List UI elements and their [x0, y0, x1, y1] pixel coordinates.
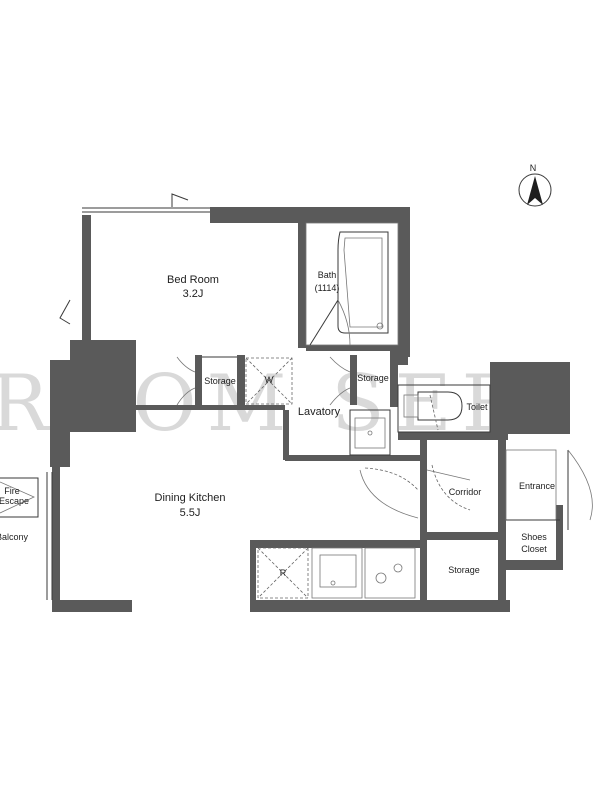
storage-bottom-label: Storage	[448, 565, 480, 575]
refrigerator-label: R	[280, 568, 287, 578]
dining-kitchen-size: 5.5J	[180, 507, 201, 519]
bedroom-label: Bed Room	[167, 274, 219, 286]
corridor-label: Corridor	[449, 487, 482, 497]
toilet-label: Toilet	[466, 402, 488, 412]
shoes-closet-label-1: Shoes	[521, 532, 547, 542]
bath-label: Bath	[318, 270, 337, 280]
compass: N	[518, 163, 552, 207]
dining-kitchen-label: Dining Kitchen	[155, 492, 226, 504]
compass-label: N	[530, 163, 537, 173]
storage-left-label: Storage	[204, 376, 236, 386]
fire-escape-label-1: Fire	[4, 486, 20, 496]
walls	[50, 207, 570, 612]
compass-ring	[518, 173, 552, 207]
fire-escape-label-2: Escape	[0, 496, 29, 506]
shoes-closet-label-2: Closet	[521, 544, 547, 554]
north-arrow-icon	[527, 176, 543, 205]
storage-right-label: Storage	[357, 373, 389, 383]
entrance-label: Entrance	[519, 481, 555, 491]
bath-size: (1114)	[315, 283, 340, 293]
balcony-label: Balcony	[0, 532, 29, 542]
lavatory-label: Lavatory	[298, 406, 341, 418]
bedroom-size: 3.2J	[183, 288, 204, 300]
wardrobe-label: W	[265, 375, 274, 385]
room-labels: Bed Room 3.2J Bath (1114) Storage W Lava…	[0, 270, 555, 578]
fixtures	[0, 193, 593, 600]
